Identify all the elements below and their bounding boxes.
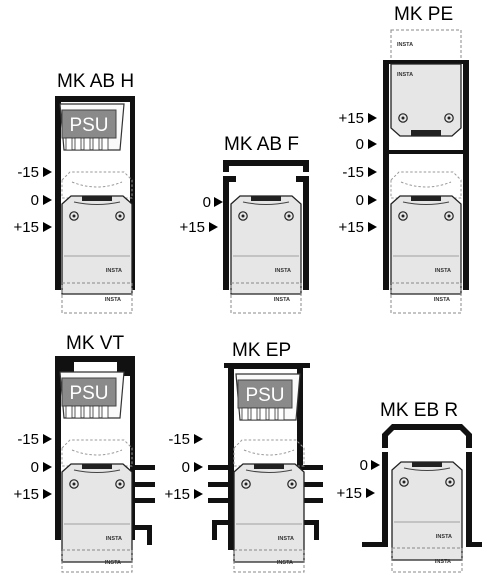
svg-text:INSTA: INSTA <box>105 297 121 303</box>
title-mk-ab-h: MK AB H <box>57 71 134 92</box>
level-plus15: +15 <box>339 219 364 236</box>
profile-mk-vt: MK VT PSU INSTA INSTA -15 0 +15 <box>14 333 155 573</box>
title-mk-eb-r: MK EB R <box>380 400 458 421</box>
svg-text:INSTA: INSTA <box>274 297 290 303</box>
svg-text:PSU: PSU <box>69 383 108 404</box>
svg-text:INSTA: INSTA <box>106 536 122 542</box>
module-mk-vt: INSTA <box>61 463 133 563</box>
level-plus15: +15 <box>14 486 39 503</box>
profile-mk-pe: MK PE INSTA INSTA INSTA INSTA +15 0 -15 … <box>339 4 469 314</box>
level-minus15: -15 <box>17 431 39 448</box>
psu-mk-vt: PSU <box>59 371 125 419</box>
rail-mk-pe <box>383 64 389 290</box>
module-mk-ab-f: INSTA <box>230 195 302 295</box>
psu-mk-ep: PSU <box>235 373 301 421</box>
svg-text:INSTA: INSTA <box>106 268 122 274</box>
level-minus15: -15 <box>17 164 39 181</box>
level-0: 0 <box>360 457 368 474</box>
title-mk-pe: MK PE <box>394 4 453 25</box>
level-plus15: +15 <box>180 219 205 236</box>
title-mk-ab-f: MK AB F <box>224 134 299 155</box>
svg-text:INSTA: INSTA <box>435 268 451 274</box>
svg-text:INSTA: INSTA <box>397 42 413 48</box>
svg-text:INSTA: INSTA <box>436 534 452 540</box>
psu-mk-ab-h: PSU <box>59 103 125 151</box>
title-mk-ep: MK EP <box>232 340 291 361</box>
svg-text:INSTA: INSTA <box>278 536 294 542</box>
svg-text:PSU: PSU <box>69 115 108 136</box>
level-minus15: -15 <box>342 164 364 181</box>
level-plus15-upper: +15 <box>339 110 364 127</box>
profile-mk-ep: MK EP PSU INSTA INSTA -15 0 +15 <box>165 340 323 573</box>
profile-mk-ab-f: MK AB F INSTA INSTA 0 +15 <box>180 134 309 314</box>
level-plus15: +15 <box>14 219 39 236</box>
level-plus15: +15 <box>165 486 190 503</box>
module-mk-ab-h: INSTA <box>61 195 133 295</box>
rail-mk-ab-f <box>223 160 309 172</box>
svg-text:INSTA: INSTA <box>434 297 450 303</box>
level-plus15: +15 <box>337 485 362 502</box>
module-mk-ep: INSTA <box>233 463 305 563</box>
level-0: 0 <box>31 459 39 476</box>
level-0-upper: 0 <box>356 136 364 153</box>
level-0: 0 <box>203 194 211 211</box>
svg-text:PSU: PSU <box>245 385 284 406</box>
module-mk-pe: INSTA <box>390 195 462 295</box>
svg-text:INSTA: INSTA <box>105 560 121 566</box>
svg-text:INSTA: INSTA <box>397 72 413 78</box>
level-minus15: -15 <box>168 431 190 448</box>
svg-text:INSTA: INSTA <box>277 560 293 566</box>
profile-mk-ab-h: MK AB H PSU INSTA INSTA -15 0 +15 <box>14 71 135 314</box>
level-0: 0 <box>31 192 39 209</box>
level-0: 0 <box>182 459 190 476</box>
module-mk-eb-r: INSTA <box>391 461 463 561</box>
svg-text:INSTA: INSTA <box>275 268 291 274</box>
title-mk-vt: MK VT <box>66 333 124 354</box>
rail-mk-eb-r <box>382 424 472 448</box>
svg-text:INSTA: INSTA <box>435 559 451 565</box>
upper-module-mk-pe: INSTA <box>390 63 462 137</box>
level-0: 0 <box>356 192 364 209</box>
profile-mk-eb-r: MK EB R INSTA INSTA 0 +15 <box>337 400 482 573</box>
